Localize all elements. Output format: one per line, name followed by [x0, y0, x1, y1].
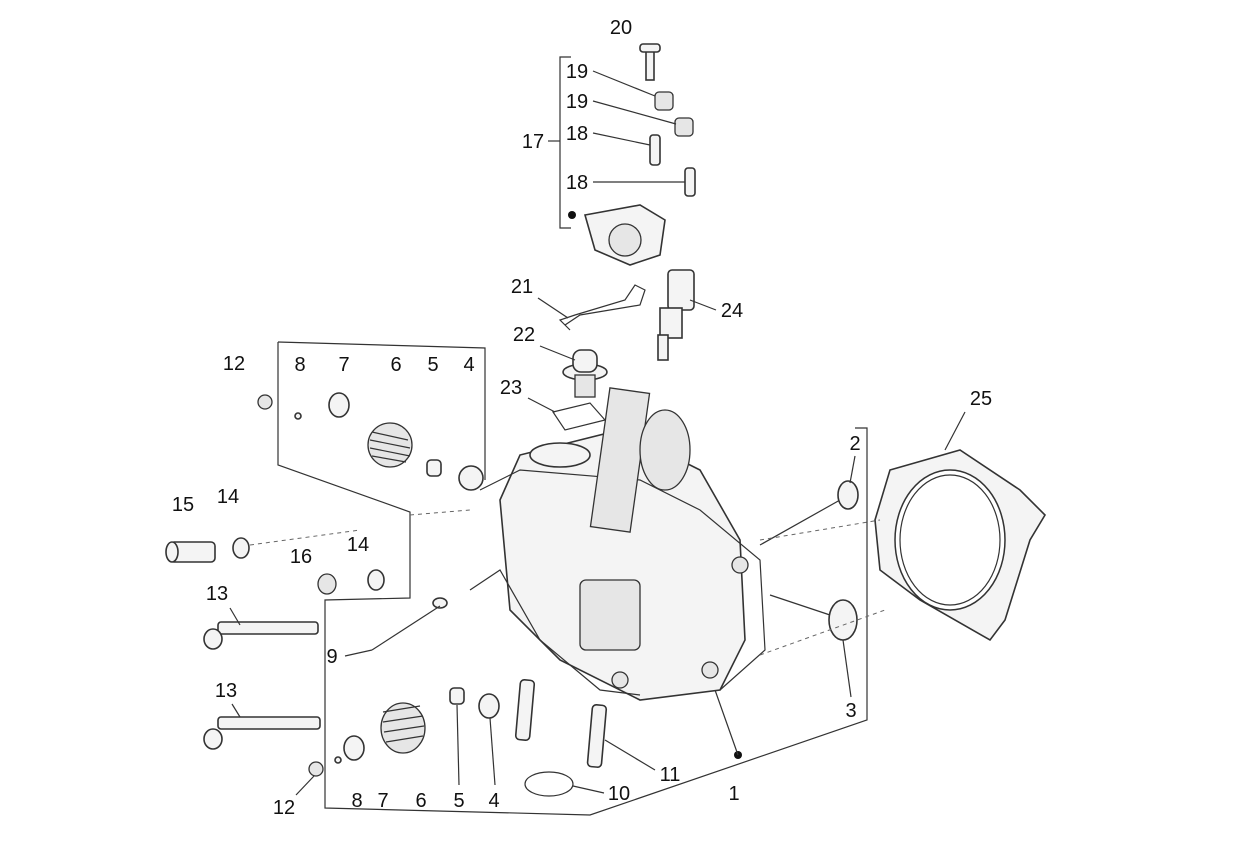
part-screw-20 — [639, 43, 661, 81]
callout-19: 19 — [566, 61, 588, 83]
part-valve-train-lower — [308, 687, 500, 777]
callout-2: 2 — [849, 433, 860, 455]
part-caps-19 — [654, 91, 694, 137]
part-gasket-23 — [552, 402, 607, 431]
part-clip-21 — [558, 284, 646, 331]
callout-1: 1 — [728, 783, 739, 805]
callout-12: 12 — [223, 353, 245, 375]
callout-13: 13 — [215, 680, 237, 702]
callout-8: 8 — [351, 790, 362, 812]
callout-8: 8 — [294, 354, 305, 376]
callout-17: 17 — [522, 131, 544, 153]
callout-14: 14 — [347, 534, 369, 556]
callout-21: 21 — [511, 276, 533, 298]
bracket-group-valves-upper — [277, 341, 868, 816]
part-head-gasket-25 — [874, 449, 1047, 642]
callout-20: 20 — [610, 17, 632, 39]
part-washers-14-16 — [317, 569, 385, 595]
part-bolts-13 — [203, 621, 321, 750]
part-sensor-24 — [657, 269, 695, 361]
part-valves-18 — [649, 134, 696, 197]
callout-23: 23 — [500, 377, 522, 399]
callout-5: 5 — [427, 354, 438, 376]
part-bushing-15 — [165, 537, 250, 563]
callout-7: 7 — [338, 354, 349, 376]
callout-24: 24 — [721, 300, 743, 322]
callout-19: 19 — [566, 91, 588, 113]
part-dowels-11 — [514, 679, 608, 768]
part-thermostat-housing — [583, 204, 666, 266]
callout-4: 4 — [463, 354, 474, 376]
callout-22: 22 — [513, 324, 535, 346]
callout-6: 6 — [390, 354, 401, 376]
part-thermostat-22 — [562, 349, 608, 398]
callout-9: 9 — [326, 646, 337, 668]
callout-18: 18 — [566, 172, 588, 194]
callout-16: 16 — [290, 546, 312, 568]
callout-3: 3 — [845, 700, 856, 722]
callout-13: 13 — [206, 583, 228, 605]
callout-10: 10 — [608, 783, 630, 805]
part-valve-2 — [759, 480, 859, 546]
callout-6: 6 — [415, 790, 426, 812]
callout-labels: 20 19 19 18 17 18 21 24 22 23 12 8 7 6 5… — [172, 17, 992, 819]
part-cylinder-head-1 — [469, 387, 766, 701]
bracket-group-17 — [548, 56, 576, 229]
part-valve-3 — [769, 594, 858, 641]
callout-25: 25 — [970, 388, 992, 410]
callout-4: 4 — [488, 790, 499, 812]
callout-5: 5 — [453, 790, 464, 812]
part-oring-10 — [524, 771, 574, 797]
callout-14: 14 — [217, 486, 239, 508]
part-seal-9 — [432, 597, 448, 609]
callout-12: 12 — [273, 797, 295, 819]
callout-11: 11 — [660, 764, 681, 786]
callout-15: 15 — [172, 494, 194, 516]
callout-7: 7 — [377, 790, 388, 812]
leader-lines — [229, 70, 966, 796]
callout-18: 18 — [566, 123, 588, 145]
part-valve-train-upper — [257, 392, 484, 491]
